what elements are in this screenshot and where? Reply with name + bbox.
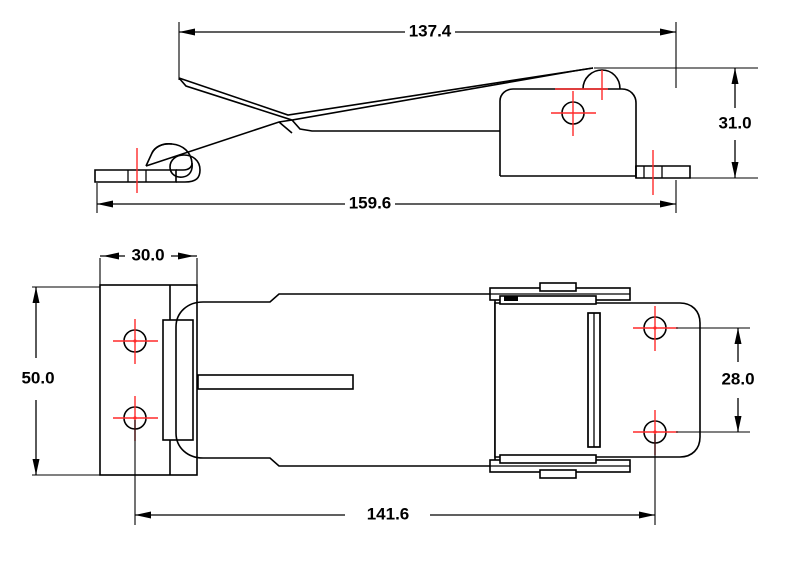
dimension-137-4: 137.4	[178, 21, 677, 88]
dim-label-30-0: 30.0	[131, 245, 164, 264]
side-view-centerlines	[136, 70, 654, 195]
dimension-30-0: 30.0	[99, 245, 198, 287]
hinge-pin-bar	[587, 312, 601, 448]
dim-label-141-6: 141.6	[367, 504, 410, 523]
handle-lever-arm	[178, 67, 594, 121]
top-flange-strips	[489, 282, 631, 305]
dim-label-50-0: 50.0	[21, 368, 54, 387]
body-mounting-foot	[635, 165, 691, 179]
side-elevation-view: 137.4 159.6 31.0	[94, 21, 758, 213]
dim-label-31-0: 31.0	[718, 113, 751, 132]
dimension-31-0: 31.0	[594, 67, 758, 179]
lever-relief-slot	[197, 374, 354, 390]
dimension-159-6: 159.6	[96, 180, 677, 213]
dim-label-28-0: 28.0	[721, 369, 754, 388]
plan-top-view: 30.0 50.0 28.0	[21, 245, 755, 525]
hinge-wrap-block	[162, 319, 194, 441]
dimension-50-0: 50.0	[21, 286, 100, 476]
s-shaped-hook-curl	[145, 143, 201, 183]
latch-body-housing	[499, 88, 655, 177]
hook-tie-bar	[145, 119, 500, 167]
bottom-flange-strips	[489, 454, 631, 479]
dim-label-159-6: 159.6	[349, 193, 392, 212]
dimension-141-6: 141.6	[134, 420, 656, 525]
dim-label-137-4: 137.4	[409, 21, 452, 40]
dimension-28-0: 28.0	[676, 327, 755, 433]
hook-mounting-plate	[94, 169, 177, 183]
